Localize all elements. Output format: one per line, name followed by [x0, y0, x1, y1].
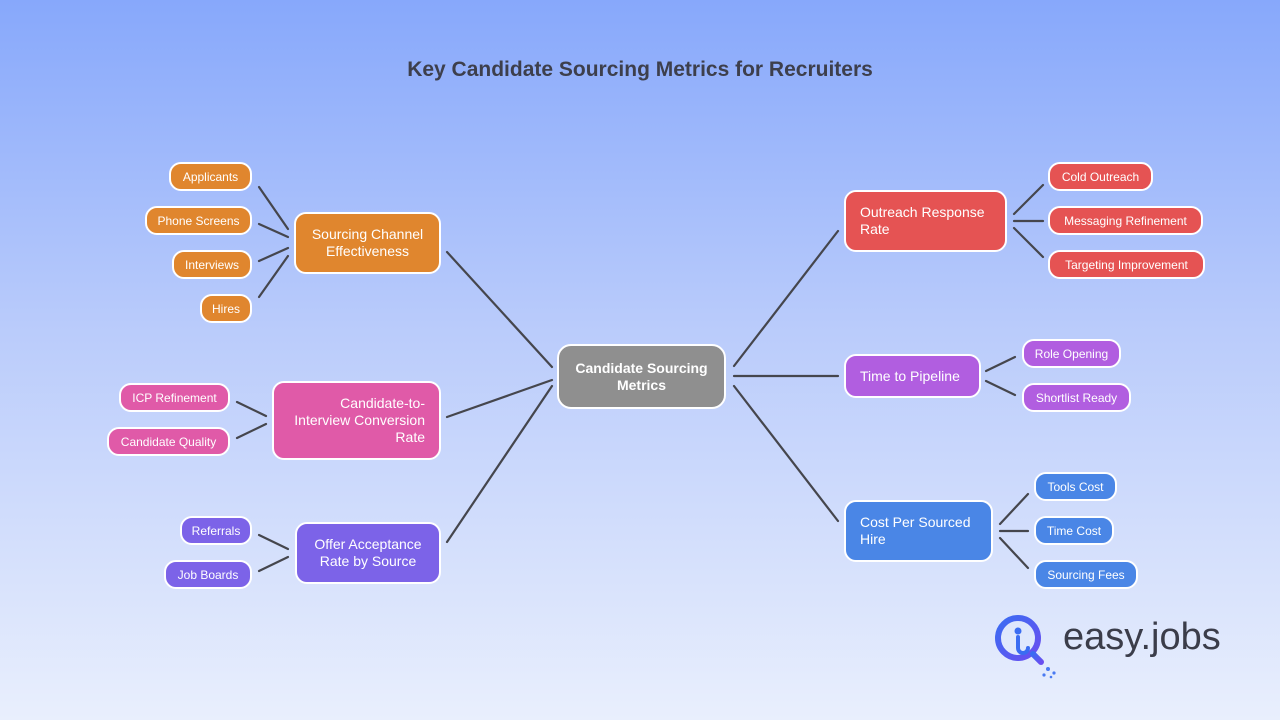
leaf-phone-screens: Phone Screens: [145, 206, 252, 235]
leaf-applicants: Applicants: [169, 162, 252, 191]
branch-sourcing-channel-effectiveness: Sourcing Channel Effectiveness: [294, 212, 441, 274]
leaf-candidate-quality: Candidate Quality: [107, 427, 230, 456]
branch-candidate-to-interview-conversion-rate: Candidate-to-Interview Conversion Rate: [272, 381, 441, 460]
logo-text: easy.jobs: [1063, 616, 1221, 658]
leaf-hires: Hires: [200, 294, 252, 323]
leaf-tools-cost: Tools Cost: [1034, 472, 1117, 501]
leaf-targeting-improvement: Targeting Improvement: [1048, 250, 1205, 279]
leaf-interviews: Interviews: [172, 250, 252, 279]
leaf-cold-outreach: Cold Outreach: [1048, 162, 1153, 191]
branch-outreach-response-rate: Outreach Response Rate: [844, 190, 1007, 252]
branch-time-to-pipeline: Time to Pipeline: [844, 354, 981, 398]
leaf-messaging-refinement: Messaging Refinement: [1048, 206, 1203, 235]
leaf-icp-refinement: ICP Refinement: [119, 383, 230, 412]
branch-cost-per-sourced-hire: Cost Per Sourced Hire: [844, 500, 993, 562]
leaf-shortlist-ready: Shortlist Ready: [1022, 383, 1131, 412]
diagram-title: Key Candidate Sourcing Metrics for Recru…: [407, 58, 873, 81]
central-node: Candidate Sourcing Metrics: [557, 344, 726, 409]
leaf-referrals: Referrals: [180, 516, 252, 545]
leaf-time-cost: Time Cost: [1034, 516, 1114, 545]
magnifier-person-icon: [995, 615, 1056, 679]
leaf-job-boards: Job Boards: [164, 560, 252, 589]
leaf-sourcing-fees: Sourcing Fees: [1034, 560, 1138, 589]
easy-jobs-logo: easy.jobs: [993, 612, 1253, 682]
branch-offer-acceptance-rate: Offer Acceptance Rate by Source: [295, 522, 441, 584]
leaf-role-opening: Role Opening: [1022, 339, 1121, 368]
